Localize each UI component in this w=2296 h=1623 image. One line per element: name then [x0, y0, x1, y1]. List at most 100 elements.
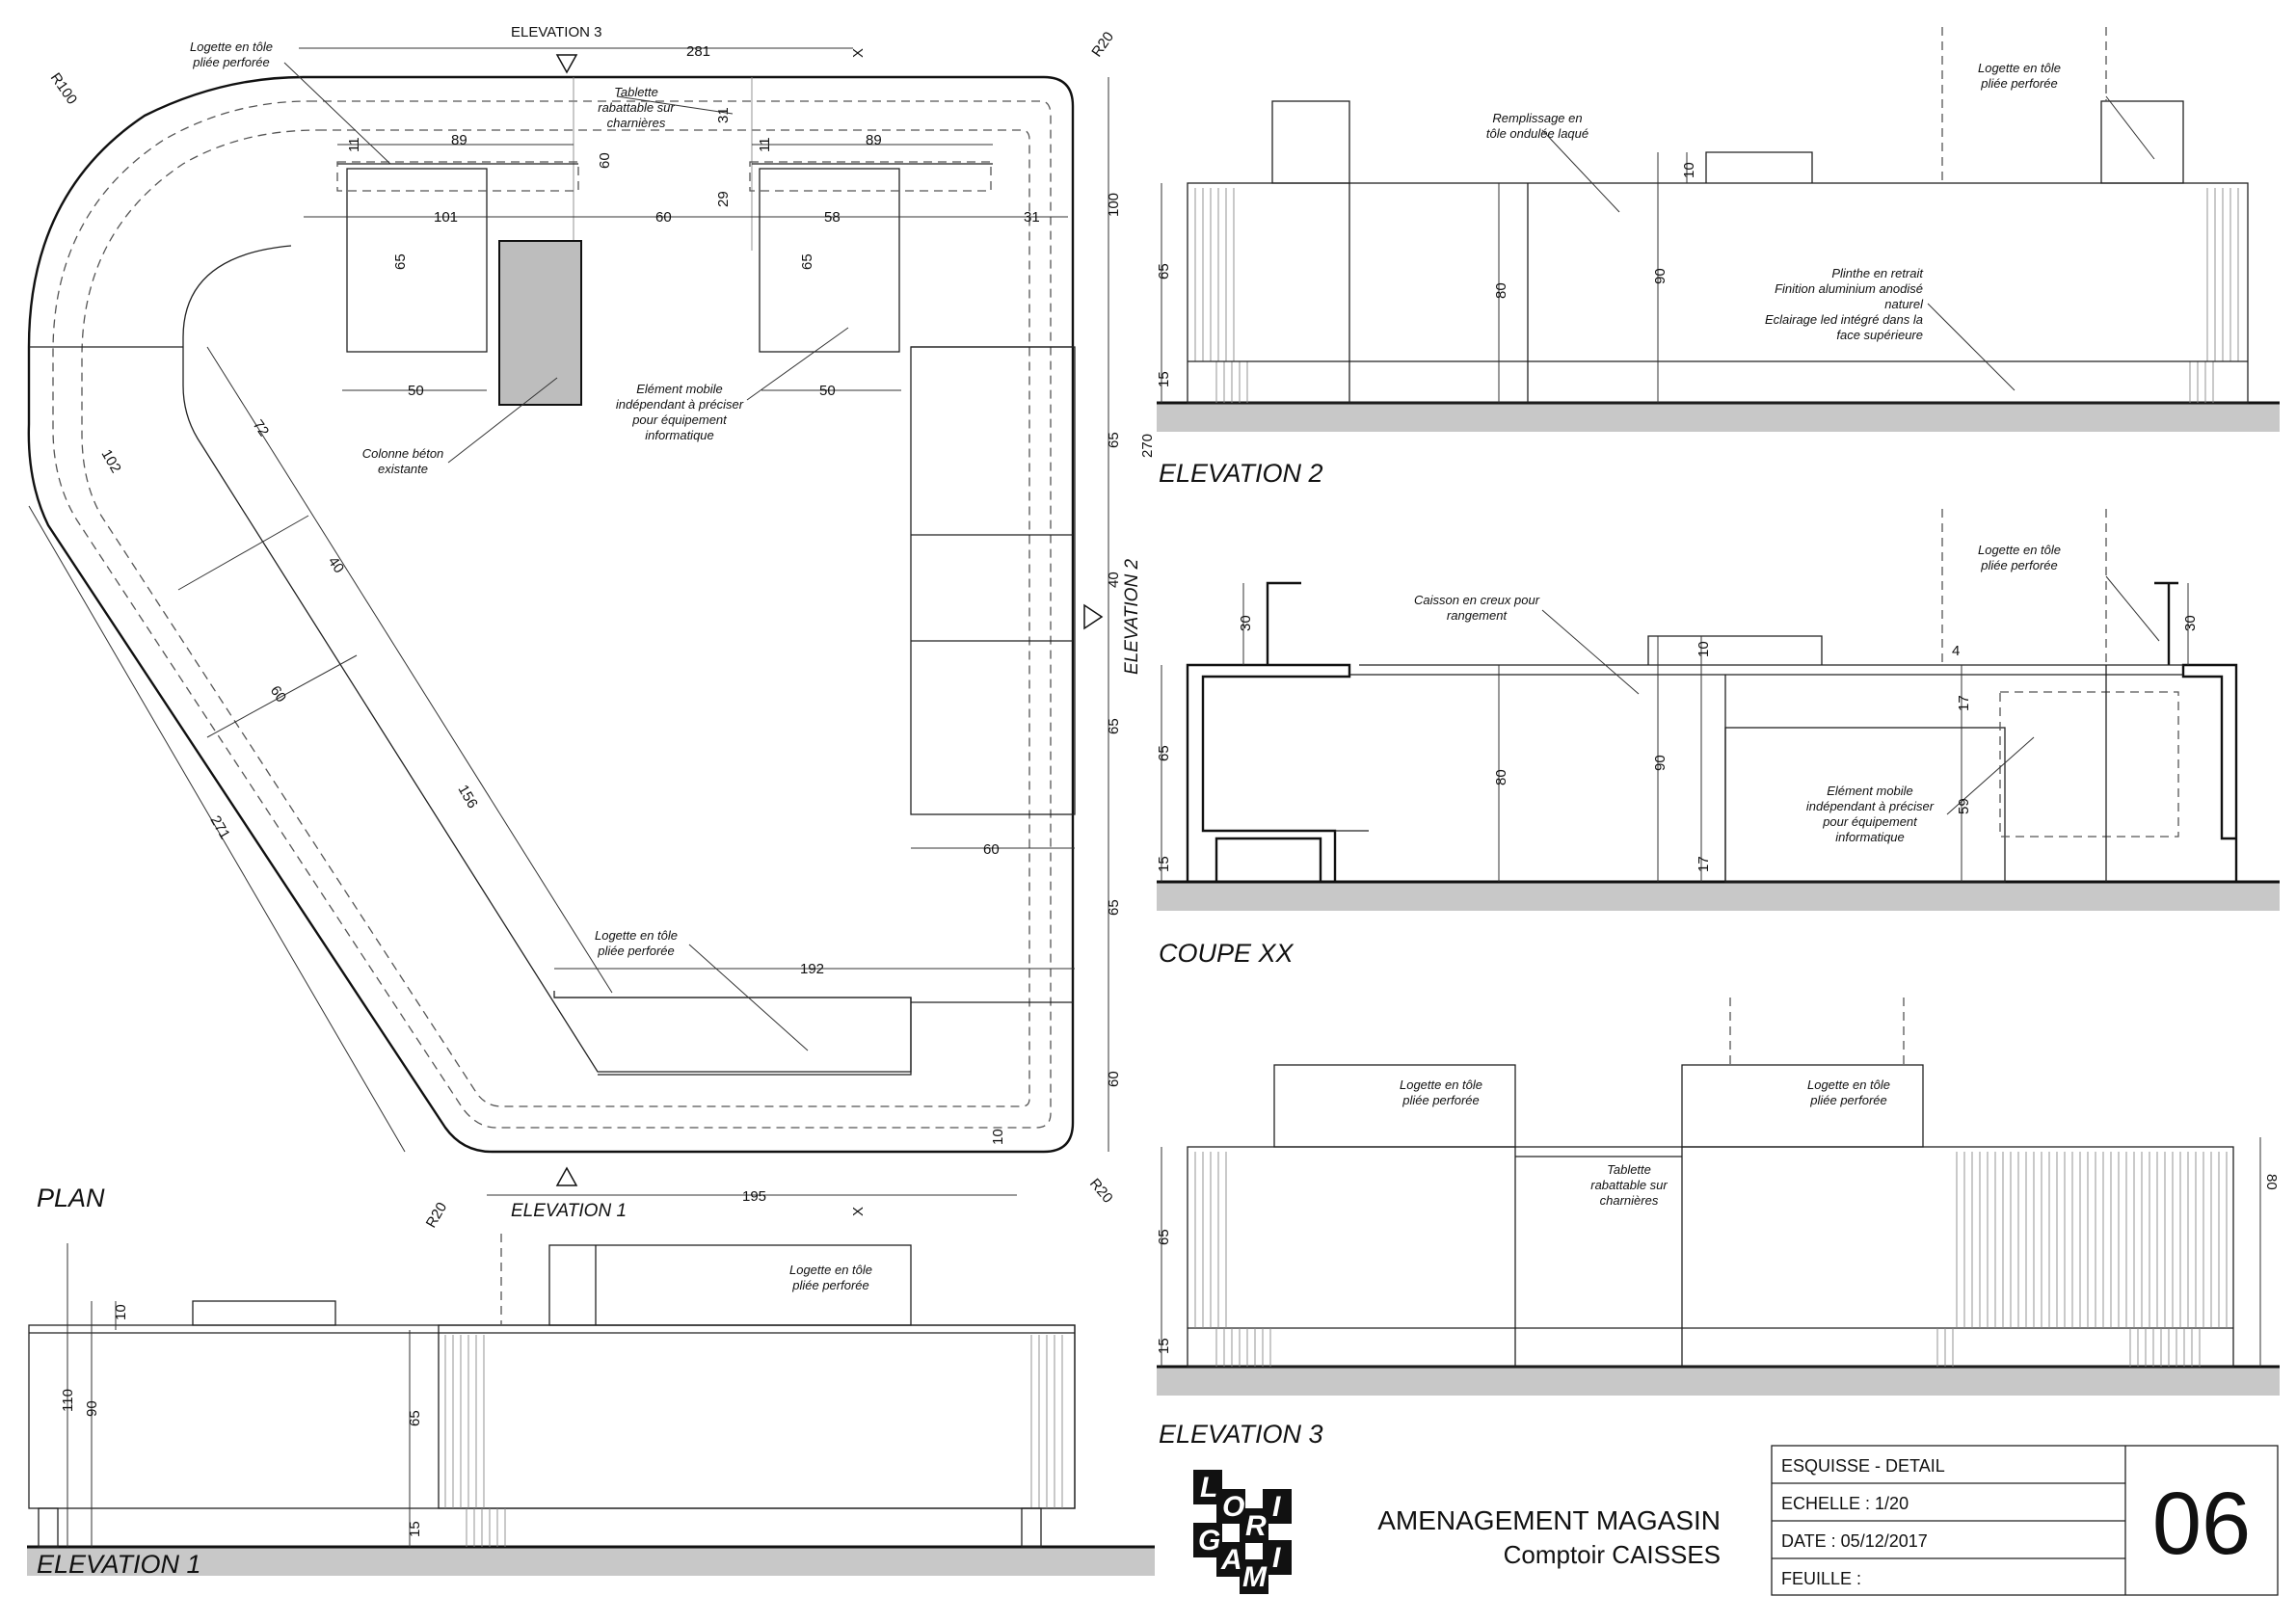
svg-text:30: 30	[2182, 615, 2199, 631]
section-xx-mark: X X	[850, 48, 867, 1216]
svg-text:X: X	[850, 1207, 867, 1216]
svg-text:271: 271	[207, 813, 233, 842]
radius-label: R20	[1088, 29, 1117, 60]
svg-text:ELEVATION 1: ELEVATION 1	[511, 1201, 627, 1221]
svg-text:72: 72	[250, 417, 272, 439]
svg-text:65: 65	[1106, 718, 1122, 734]
svg-text:110: 110	[60, 1389, 76, 1412]
date-field: DATE : 05/12/2017	[1781, 1531, 1928, 1551]
lorigami-logo: L O R I G A M I	[1193, 1470, 1292, 1594]
radius-label: R20	[423, 1200, 450, 1231]
svg-text:17: 17	[1695, 856, 1712, 872]
svg-text:29: 29	[715, 191, 732, 207]
svg-text:65: 65	[407, 1410, 423, 1426]
project-title: AMENAGEMENT MAGASIN	[1377, 1505, 1721, 1535]
svg-text:ELEVATION 2: ELEVATION 2	[1122, 559, 1142, 675]
grooves	[1194, 188, 2239, 403]
sheet-number: 06	[2152, 1475, 2251, 1573]
svg-text:102: 102	[98, 447, 124, 476]
svg-text:O: O	[1222, 1491, 1244, 1523]
svg-text:90: 90	[1652, 268, 1669, 284]
view-title-elevation-1: ELEVATION 1	[37, 1550, 201, 1579]
svg-text:90: 90	[84, 1400, 100, 1417]
dim-58: 58	[824, 209, 841, 226]
svg-text:4: 4	[1952, 643, 1960, 659]
svg-text:L: L	[1200, 1472, 1217, 1503]
view-title-coupe: COUPE XX	[1159, 939, 1295, 968]
svg-text:192: 192	[800, 961, 824, 977]
svg-text:60: 60	[1106, 1071, 1122, 1087]
svg-text:59: 59	[1956, 798, 1972, 814]
svg-text:60: 60	[983, 841, 1000, 858]
radius-label: R20	[1086, 1176, 1116, 1207]
svg-text:65: 65	[1156, 745, 1172, 761]
svg-text:11: 11	[346, 137, 362, 152]
svg-text:65: 65	[392, 253, 409, 270]
svg-text:15: 15	[1156, 371, 1172, 387]
svg-text:65: 65	[799, 253, 815, 270]
scale-field: ECHELLE : 1/20	[1781, 1494, 1909, 1513]
radius-label: R100	[47, 70, 80, 108]
svg-text:10: 10	[1681, 162, 1697, 178]
svg-text:40: 40	[1106, 572, 1122, 588]
elevation-1-marker: ELEVATION 1	[511, 1166, 627, 1221]
view-title-elevation-2: ELEVATION 2	[1159, 459, 1323, 488]
svg-text:90: 90	[1652, 755, 1669, 771]
svg-text:65: 65	[1156, 1229, 1172, 1245]
svg-text:10: 10	[1695, 641, 1712, 657]
dim-281: 281	[686, 43, 710, 60]
elevation-2-marker: ELEVATION 2	[1083, 559, 1142, 675]
svg-text:270: 270	[1139, 434, 1156, 458]
svg-text:I: I	[1272, 1542, 1281, 1574]
svg-text:50: 50	[819, 383, 836, 399]
dim-89: 89	[866, 132, 882, 148]
svg-text:I: I	[1272, 1491, 1281, 1523]
svg-text:R: R	[1245, 1510, 1267, 1542]
view-title-plan: PLAN	[37, 1184, 105, 1212]
svg-text:G: G	[1198, 1525, 1220, 1556]
svg-text:156: 156	[455, 783, 481, 812]
grooves	[444, 1335, 1063, 1547]
view-title-elevation-3: ELEVATION 3	[1159, 1420, 1323, 1449]
svg-text:A: A	[1220, 1544, 1242, 1576]
dim-89: 89	[451, 132, 467, 148]
project-subject: Comptoir CAISSES	[1504, 1540, 1721, 1569]
svg-text:50: 50	[408, 383, 424, 399]
svg-text:30: 30	[1238, 615, 1254, 631]
concrete-column	[498, 240, 582, 406]
svg-text:10: 10	[990, 1129, 1006, 1145]
svg-text:10: 10	[113, 1304, 129, 1320]
phase-field: ESQUISSE - DETAIL	[1781, 1456, 1945, 1476]
svg-text:X: X	[850, 48, 867, 58]
svg-text:80: 80	[2263, 1174, 2280, 1190]
svg-text:ELEVATION 3: ELEVATION 3	[511, 24, 601, 40]
svg-text:15: 15	[1156, 1338, 1172, 1354]
svg-text:80: 80	[1493, 282, 1509, 299]
svg-text:15: 15	[1156, 856, 1172, 872]
svg-text:60: 60	[267, 683, 289, 705]
svg-text:M: M	[1242, 1561, 1268, 1593]
title-block: L O R I G A M I AMENAGEMENT MAGASIN Comp…	[1193, 1445, 2279, 1596]
svg-text:65: 65	[1156, 263, 1172, 279]
svg-text:195: 195	[742, 1188, 766, 1205]
grooves	[1194, 1152, 2228, 1367]
svg-text:65: 65	[1106, 899, 1122, 916]
sheet-field: FEUILLE :	[1781, 1569, 1861, 1588]
